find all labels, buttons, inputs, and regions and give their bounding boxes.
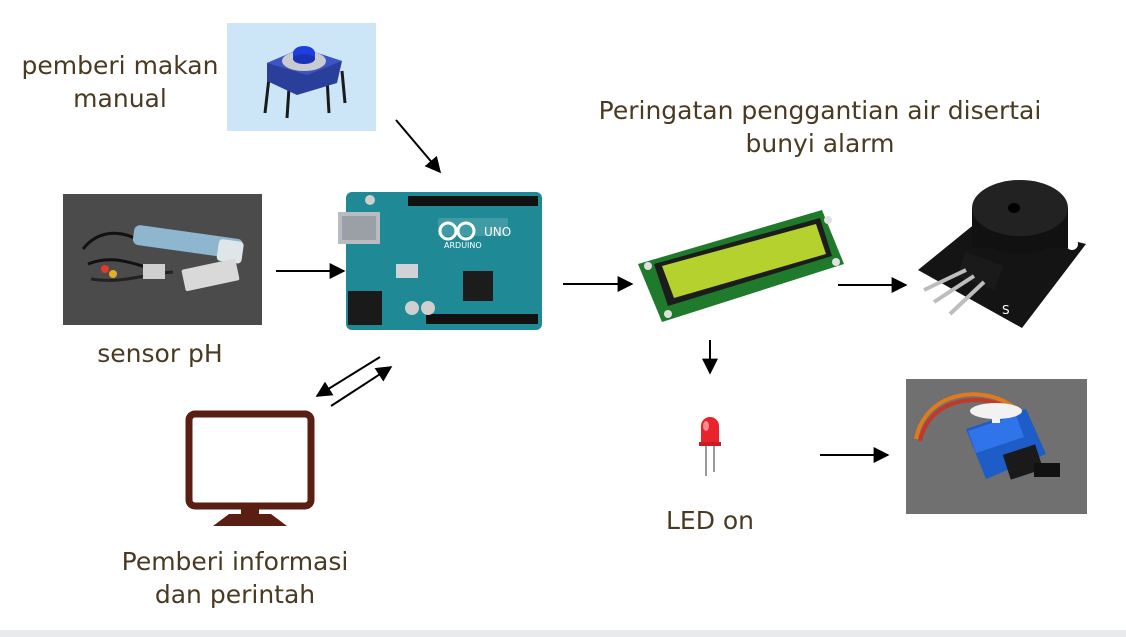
arrow-arduino-to-monitor: [317, 357, 380, 396]
arrow-monitor-to-arduino: [331, 367, 391, 406]
arrow-button-to-arduino: [396, 120, 440, 172]
bottom-strip: [0, 630, 1126, 637]
